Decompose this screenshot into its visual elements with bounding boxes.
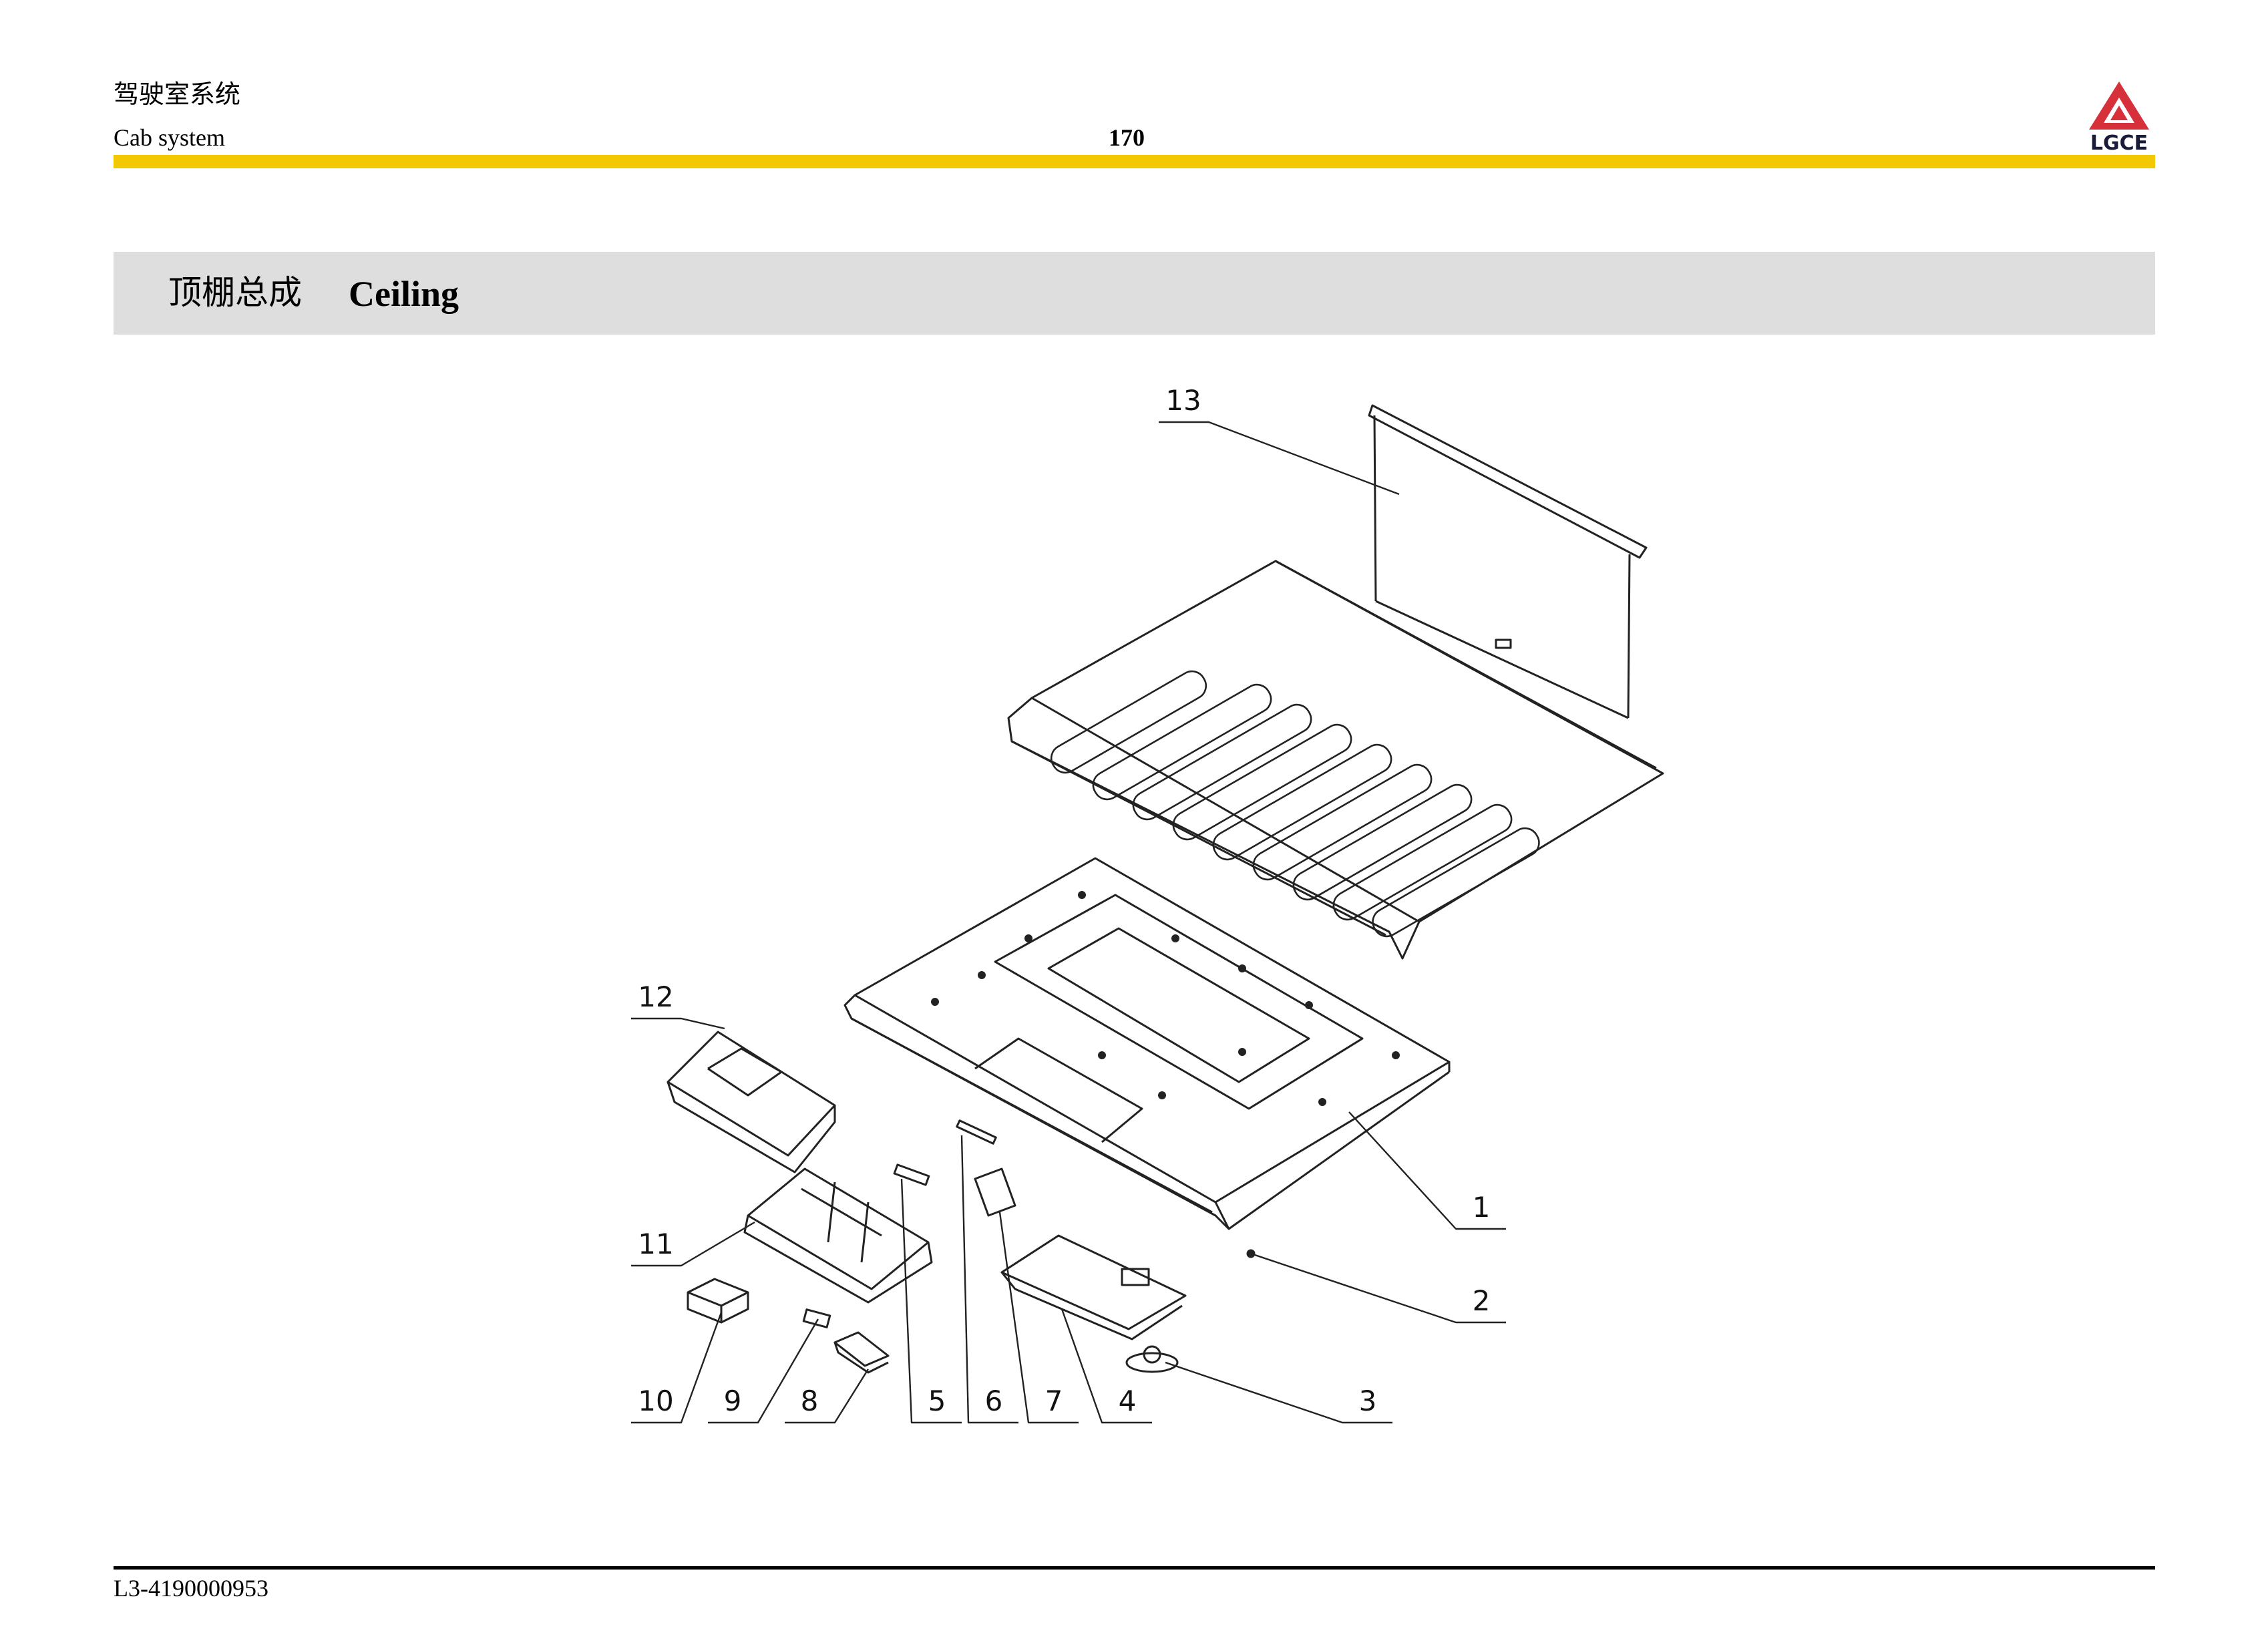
- part-4-console-right: [1000, 1234, 1187, 1340]
- svg-text:LGCE: LGCE: [2090, 132, 2148, 154]
- callout-3: 3: [1359, 1385, 1377, 1417]
- part-13-sun-curtain: [1368, 404, 1648, 719]
- part-9-clip: [802, 1308, 831, 1328]
- callout-labels: 1 2 3 4 5 6 7 8 9 10 11 12 13: [638, 384, 1490, 1417]
- part-6-strip: [956, 1119, 997, 1145]
- part-5-strip: [893, 1163, 930, 1186]
- callout-10: 10: [638, 1385, 673, 1417]
- part-8-lamp: [833, 1331, 890, 1374]
- callout-7: 7: [1045, 1385, 1063, 1417]
- section-title-cn: 顶棚总成: [168, 273, 302, 312]
- callout-leaders: [631, 421, 1506, 1424]
- callout-4: 4: [1119, 1385, 1137, 1417]
- header-title-en: Cab system: [114, 124, 225, 151]
- page-number: 170: [1109, 124, 1145, 151]
- callout-9: 9: [724, 1385, 742, 1417]
- lgce-logo: LGCE: [2089, 81, 2149, 154]
- callout-2: 2: [1473, 1284, 1491, 1317]
- part-7-plate: [974, 1167, 1016, 1217]
- footer-doc-code: L3-4190000953: [114, 1575, 268, 1602]
- section-title-bar: 顶棚总成 Ceiling: [114, 252, 2155, 335]
- callout-5: 5: [928, 1385, 946, 1417]
- header-yellow-bar: [114, 155, 2155, 168]
- roof-outer-panel: [1007, 560, 1664, 960]
- callout-1: 1: [1473, 1191, 1491, 1224]
- section-title-en: Ceiling: [349, 274, 459, 314]
- footer-rule: [114, 1566, 2155, 1570]
- callout-12: 12: [638, 980, 673, 1013]
- callout-8: 8: [801, 1385, 819, 1417]
- part-1-headliner: [843, 857, 1451, 1230]
- callout-13: 13: [1165, 384, 1201, 417]
- part-12-console: [667, 1031, 836, 1173]
- part-10-box: [687, 1278, 749, 1324]
- part-3-speaker: [1125, 1345, 1179, 1373]
- header-title-cn: 驾驶室系统: [114, 79, 241, 109]
- callout-11: 11: [638, 1228, 673, 1260]
- callout-6: 6: [985, 1385, 1003, 1417]
